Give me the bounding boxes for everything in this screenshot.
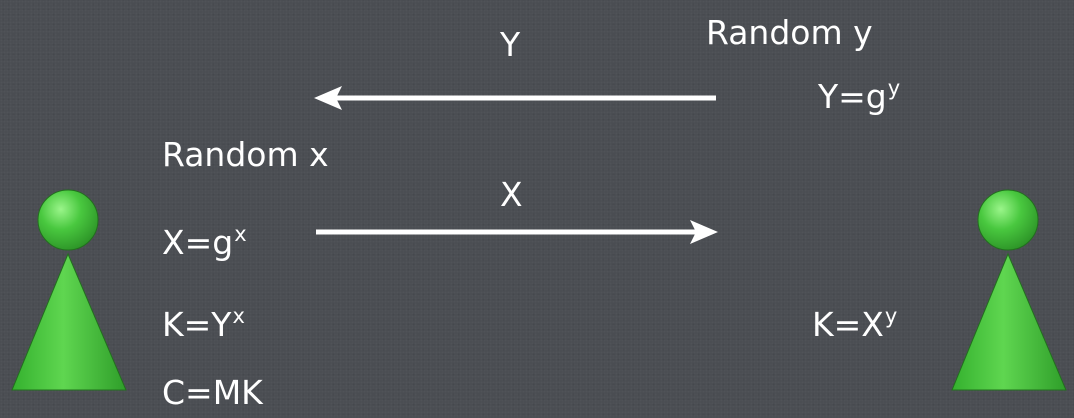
arrow-to-bob [316,220,718,244]
right-person-head [977,189,1039,251]
alice-random-label: Random x [162,135,329,174]
message-label-x: X [500,175,523,214]
message-label-y: Y [500,25,521,64]
arrow-to-bob-head [690,220,718,244]
right-person-body [951,252,1067,391]
alice-public-base: X=g [162,223,234,262]
left-person-head [37,189,99,251]
alice-ciphertext: C=MK [162,373,263,412]
alice-public-value: X=gx [162,223,247,262]
alice-shared-key: K=Yx [162,305,245,344]
bob-public-exponent: y [887,76,901,100]
arrow-to-alice [314,86,716,110]
bob-public-base: Y=g [818,77,887,116]
alice-key-exponent: x [232,304,245,328]
left-person-icon [11,189,127,391]
bob-random-label: Random y [706,13,873,52]
bob-public-value: Y=gy [818,77,900,116]
alice-public-exponent: x [234,222,247,246]
left-person-body [11,252,127,391]
right-person-icon [951,189,1067,391]
bob-key-base: K=X [812,305,884,344]
bob-shared-key: K=Xy [812,305,897,344]
alice-key-base: K=Y [162,305,232,344]
arrow-to-alice-head [314,86,342,110]
bob-key-exponent: y [884,304,898,328]
